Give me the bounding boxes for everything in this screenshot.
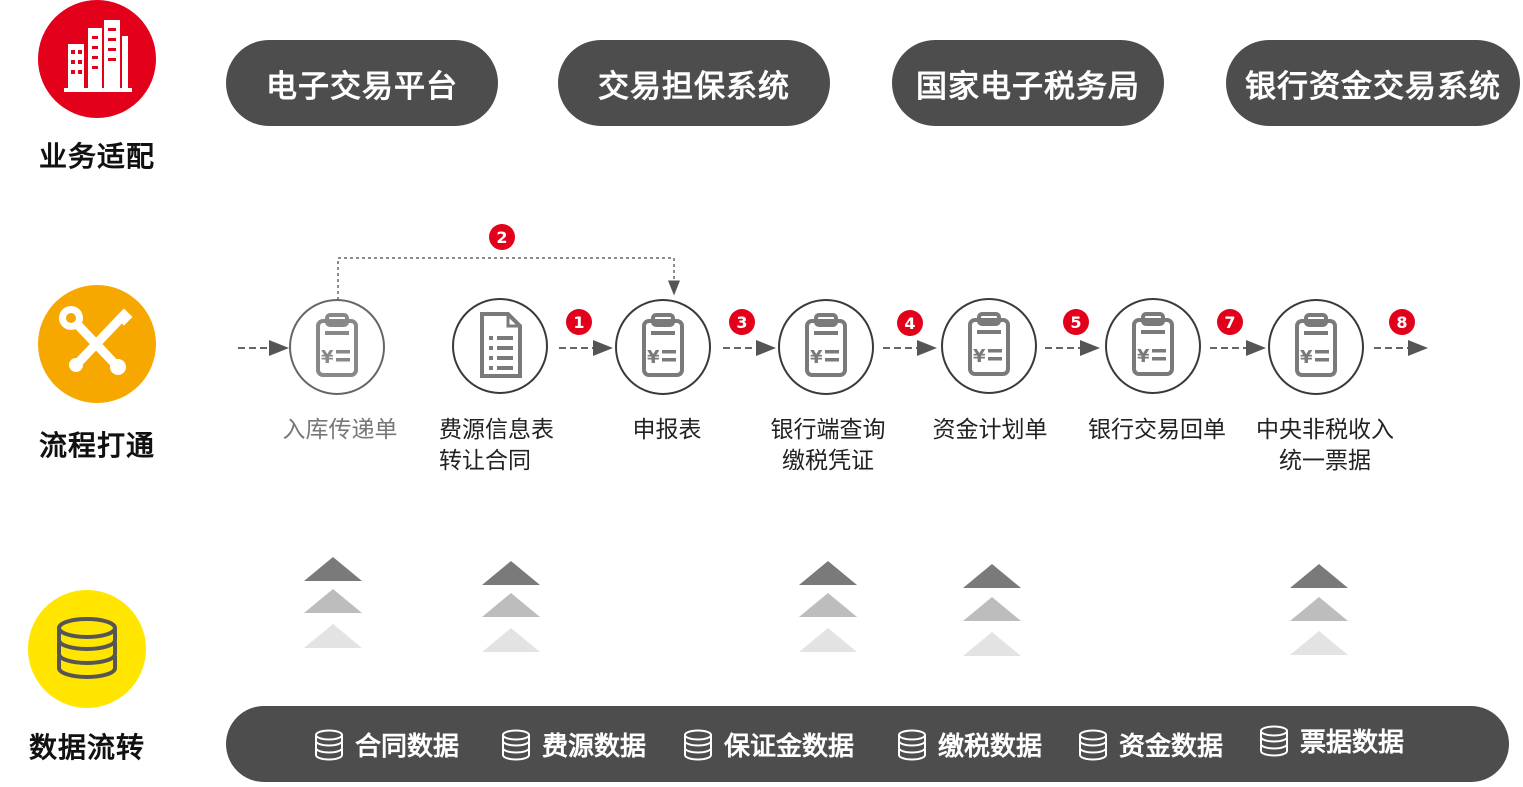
step-badge-2: 2: [489, 224, 515, 250]
svg-text:¥: ¥: [321, 347, 334, 368]
data-item-contract: 合同数据: [309, 722, 459, 766]
database-icon: [898, 729, 926, 761]
invoice-clipboard-icon: ¥: [316, 313, 358, 377]
step-badge-3: 3: [729, 309, 755, 335]
database-icon: [57, 617, 117, 680]
flow-node-6: ¥: [1105, 298, 1201, 394]
invoice-clipboard-icon: ¥: [805, 313, 847, 377]
svg-text:¥: ¥: [1300, 347, 1313, 368]
chevrons-col5: [963, 564, 1021, 656]
invoice-clipboard-icon: ¥: [1295, 313, 1337, 377]
system-pill-e-tax-bureau: 国家电子税务局: [892, 40, 1164, 126]
step-badge-4: 4: [897, 310, 923, 336]
chevrons-col2: [482, 561, 540, 652]
svg-text:¥: ¥: [1137, 346, 1150, 367]
data-item-tax-payment: 缴税数据: [892, 722, 1042, 766]
category-label-process: 流程打通: [38, 429, 155, 462]
chevrons-col7: [1290, 564, 1348, 655]
step-badge-7: 7: [1217, 309, 1243, 335]
invoice-clipboard-icon: ¥: [1132, 312, 1174, 376]
arrow-2-loop: [337, 257, 680, 300]
database-icon: [1260, 725, 1288, 757]
category-label-business: 业务适配: [38, 140, 155, 173]
data-item-deposit: 保证金数据: [678, 722, 854, 766]
invoice-clipboard-icon: ¥: [968, 312, 1010, 376]
flow-node-label-1: 入库传递单: [282, 417, 398, 443]
data-item-receipt: 票据数据: [1254, 718, 1404, 762]
wrench-screwdriver-icon: [59, 306, 133, 375]
flow-node-label-3: 申报表: [632, 417, 702, 443]
system-pill-electronic-trading: 电子交易平台: [226, 40, 498, 126]
flow-node-label-2: 费源信息表 转让合同: [439, 417, 554, 474]
flow-node-3: ¥: [615, 299, 711, 395]
buildings-icon: [64, 20, 132, 92]
svg-text:¥: ¥: [647, 347, 660, 368]
database-icon: [315, 729, 343, 761]
system-pill-trade-guarantee: 交易担保系统: [558, 40, 830, 126]
chevrons-col4: [799, 561, 857, 652]
system-pill-bank-fund-system: 银行资金交易系统: [1226, 40, 1520, 126]
flow-node-1: ¥: [289, 299, 385, 395]
chevrons-col1: [304, 557, 362, 648]
svg-text:¥: ¥: [973, 346, 986, 367]
document-icon: [480, 312, 522, 378]
flow-node-label-4: 银行端查询 缴税凭证: [770, 417, 886, 474]
flow-node-4: ¥: [778, 299, 874, 395]
data-item-fee-source: 费源数据: [496, 722, 646, 766]
category-icon-process: [38, 285, 156, 403]
flow-node-2: [452, 298, 548, 394]
category-label-data: 数据流转: [28, 731, 145, 764]
flow-node-label-7: 中央非税收入 统一票据: [1256, 417, 1394, 474]
step-badge-5: 5: [1063, 309, 1089, 335]
step-badge-1: 1: [566, 309, 592, 335]
category-icon-data: [28, 590, 146, 708]
data-item-funds: 资金数据: [1073, 722, 1223, 766]
category-icon-business: [38, 0, 156, 118]
database-icon: [684, 729, 712, 761]
invoice-clipboard-icon: ¥: [642, 313, 684, 377]
database-icon: [1079, 729, 1107, 761]
flow-node-5: ¥: [941, 298, 1037, 394]
data-bar: [226, 706, 1509, 782]
flow-node-7: ¥: [1268, 299, 1364, 395]
flow-node-label-6: 银行交易回单: [1088, 417, 1226, 443]
database-icon: [502, 729, 530, 761]
flow-node-label-5: 资金计划单: [932, 417, 1048, 443]
svg-text:¥: ¥: [810, 347, 823, 368]
step-badge-8: 8: [1389, 309, 1415, 335]
